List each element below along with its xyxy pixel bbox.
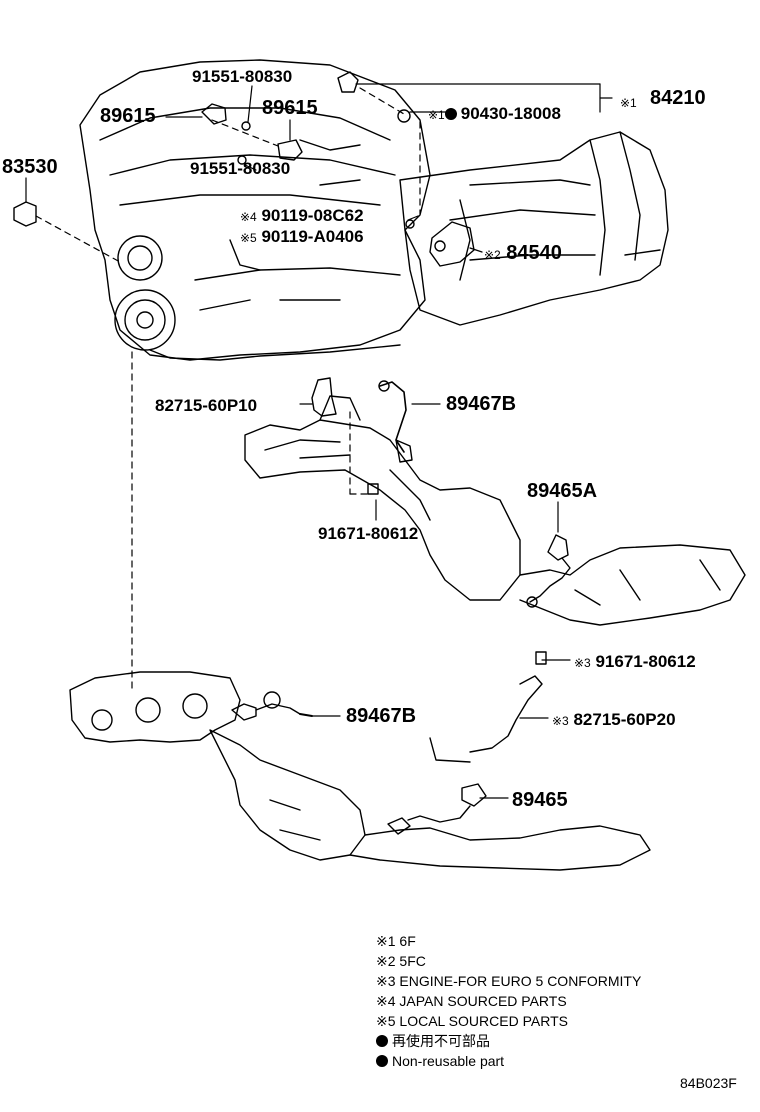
part-label-90119-08C62[interactable]: ※4 90119-08C62	[240, 206, 364, 225]
part-label-83530[interactable]: 83530	[2, 156, 58, 178]
legend-note-1: ※1 6F	[376, 933, 416, 949]
part-label-89465[interactable]: 89465	[512, 789, 568, 811]
lower-exhaust-drawing	[69, 671, 651, 871]
part-label-91671-80612-bottom[interactable]: ※3 91671-80612	[574, 652, 696, 671]
position-switch-84540	[429, 221, 475, 267]
non-reusable-dot-icon	[376, 1055, 388, 1067]
part-label-84210-mark: ※1	[620, 96, 637, 110]
part-label-90119-A0406[interactable]: ※5 90119-A0406	[240, 227, 364, 246]
legend-note-5: ※5 LOCAL SOURCED PARTS	[376, 1013, 568, 1029]
part-label-89467B-bottom[interactable]: 89467B	[346, 705, 417, 727]
legend-note-3: ※3 ENGINE-FOR EURO 5 CONFORMITY	[376, 973, 642, 989]
part-label-84210[interactable]: 84210	[650, 87, 706, 109]
part-label-89467B-top[interactable]: 89467B	[446, 393, 517, 415]
legend-note-non-reusable-jp: 再使用不可部品	[376, 1034, 490, 1048]
part-label-89615-right[interactable]: 89615	[262, 97, 318, 119]
figure-id: 84B023F	[680, 1075, 737, 1091]
part-label-89465A[interactable]: 89465A	[527, 480, 598, 502]
engine-block-drawing	[79, 59, 431, 361]
part-label-84540[interactable]: ※2 84540	[484, 242, 562, 264]
part-label-89615-left[interactable]: 89615	[100, 105, 156, 127]
upper-exhaust-drawing	[244, 395, 746, 626]
part-label-91551-80830-top[interactable]: 91551-80830	[192, 67, 293, 86]
oil-pressure-switch-83530	[13, 201, 37, 227]
non-reusable-dot-icon	[376, 1035, 388, 1047]
legend-note-4: ※4 JAPAN SOURCED PARTS	[376, 993, 567, 1009]
part-label-82715-60P20[interactable]: ※3 82715-60P20	[552, 710, 676, 729]
legend-note-2: ※2 5FC	[376, 953, 426, 969]
transmission-drawing	[399, 131, 669, 326]
part-label-82715-60P10[interactable]: 82715-60P10	[155, 396, 258, 415]
part-label-91671-80612-top[interactable]: 91671-80612	[318, 524, 419, 543]
non-reusable-dot-icon	[444, 108, 457, 120]
part-label-91551-80830-bottom[interactable]: 91551-80830	[190, 159, 291, 178]
legend-note-non-reusable-en: Non-reusable part	[376, 1054, 504, 1068]
